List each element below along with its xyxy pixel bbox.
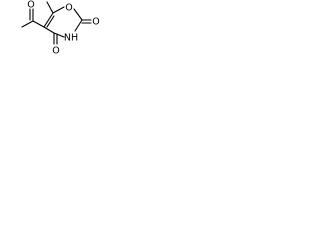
- atom-label-carbonyl-oxygen-right: O: [92, 17, 99, 28]
- atom-labels: O O NH O O: [27, 0, 99, 57]
- bond-acetyl-c-methyl: [21, 20, 34, 28]
- atom-label-carbonyl-oxygen-bottom: O: [52, 46, 59, 57]
- bond-n3-c4: [53, 32, 65, 38]
- bond-c4-c5: [43, 26, 55, 34]
- bond-c6-o1: [52, 6, 65, 14]
- bond-methyl-c6: [46, 1, 54, 14]
- chemical-structure-diagram: O O NH O O: [21, 0, 100, 57]
- bond-c5-acetyl-c: [32, 20, 45, 28]
- bond-o1-c2: [73, 8, 83, 21]
- bond-c5-c6-2: [46, 15, 55, 28]
- bonds: [21, 1, 92, 45]
- bond-c5-c6-1: [43, 12, 54, 28]
- bond-c2-n3: [74, 19, 83, 32]
- atom-label-ring-oxygen: O: [65, 3, 72, 14]
- atom-label-nh: NH: [64, 33, 78, 44]
- atom-label-acetyl-oxygen: O: [27, 0, 34, 11]
